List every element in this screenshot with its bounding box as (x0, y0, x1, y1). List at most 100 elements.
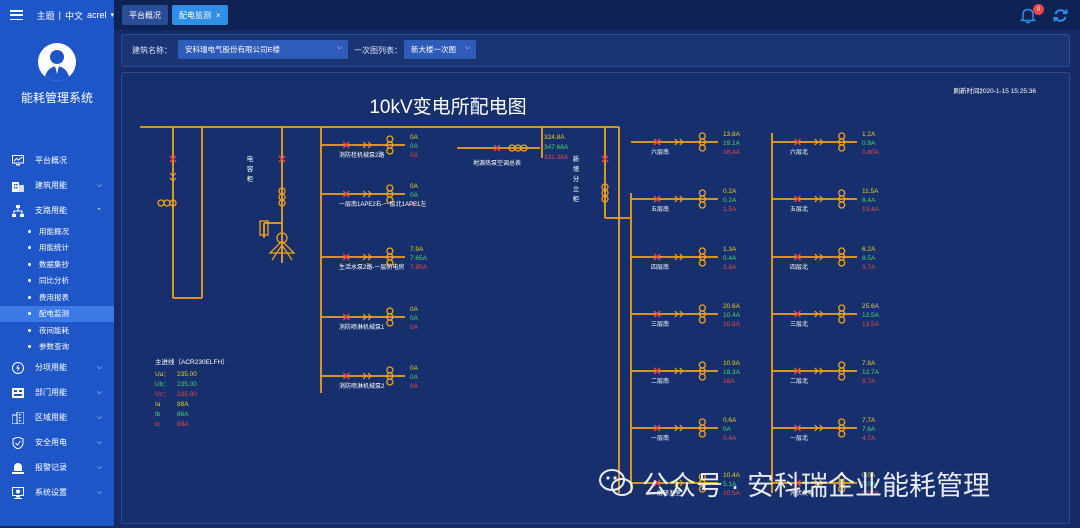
phase-b-current: 12.7A (862, 369, 880, 376)
phase-b-current: 18.3A (723, 369, 741, 376)
incoming-param-key: Ib (155, 411, 161, 418)
bell-icon[interactable] (1019, 8, 1037, 24)
submenu-item-parameter-query[interactable]: 参数查询 (0, 339, 114, 356)
breaker-symbol (793, 424, 802, 432)
wechat-logo-icon (599, 469, 633, 496)
phase-c-current: 0.80A (862, 149, 880, 156)
phase-b-current: 8.4A (862, 197, 876, 204)
phase-b-current: 0A (410, 374, 419, 381)
phase-a-current: 0A (410, 306, 419, 313)
phase-b-current: 0A (410, 143, 419, 150)
menu-item-label: 系统设置 (35, 488, 67, 497)
phase-c-current: 10.8A (723, 321, 741, 328)
menu-item-building-energy[interactable]: 建筑用能 ⌵ (0, 173, 114, 198)
menu-item-branch-energy[interactable]: 支路用能 ⌃ (0, 198, 114, 223)
breaker-symbol (653, 479, 661, 487)
refresh-time-label: 刷新时间： (954, 86, 987, 95)
current-transformer-symbol (698, 473, 706, 493)
disconnect-symbol (169, 172, 177, 182)
menu-item-subentry-energy[interactable]: 分项用能 ⌵ (0, 355, 114, 380)
refresh-icon[interactable] (1053, 8, 1068, 23)
phase-b-current: 0A (723, 426, 732, 433)
feeder-label: 四层南 (651, 263, 669, 271)
phase-c-current: 0A (410, 201, 419, 208)
phase-a-current: 10.4A (723, 472, 741, 479)
building-select[interactable]: 安科瑞电气股份有限公司E楼 ⌵ (178, 40, 348, 59)
phase-a-current: 13.8A (723, 131, 741, 138)
phase-c-current: 18.4A (723, 149, 741, 156)
submenu-item-cost-report[interactable]: 费用报表 (0, 289, 114, 306)
current-transformer-symbol (838, 132, 846, 152)
submenu-item-night-energy[interactable]: 夜间能耗 (0, 322, 114, 339)
new-cabinet-label: 新 (573, 154, 580, 163)
disconnect-symbol (674, 424, 684, 432)
menu-toggle-icon[interactable] (10, 10, 23, 20)
phase-c-current: 10.5A (723, 490, 741, 497)
menu-item-platform-overview[interactable]: 平台概况 (0, 148, 114, 173)
incoming-param-value: 235.00 (177, 371, 197, 378)
phase-a-current: 1.3A (723, 246, 737, 253)
alarm-icon (12, 462, 24, 474)
tab-distribution-monitoring[interactable]: 配电监测× (172, 5, 228, 25)
menu-item-safe-electricity[interactable]: 安全用电 ⌵ (0, 430, 114, 455)
breaker-symbol (793, 138, 802, 146)
tab-platform-overview[interactable]: 平台概况 (122, 5, 168, 25)
disconnect-symbol (674, 195, 684, 203)
chevron-down-icon: ⌵ (336, 44, 342, 51)
phase-a-current: 0.2A (723, 188, 737, 195)
phase-a-current: 1.2A (862, 131, 876, 138)
disconnect-symbol (362, 141, 373, 149)
capacitor-symbol (276, 232, 288, 244)
labels: 电容柜0A0A0A消防栓机械泵2路0A0A0A一层南1APE2右-一层北1APE… (155, 131, 880, 497)
user-caret-icon[interactable]: ▾ (110, 12, 114, 19)
phase-a-current: 11.5A (862, 188, 879, 195)
phase-b-current: 0.0A (862, 481, 876, 488)
user-name[interactable]: acrel (86, 10, 107, 20)
theme-switch[interactable]: 主题 (36, 10, 55, 21)
disconnect-symbol (814, 138, 824, 146)
phase-c-current: 13.4A (862, 206, 880, 213)
current-transformer-symbol (698, 361, 706, 381)
submenu-item-statistics[interactable]: 用能统计 (0, 240, 114, 257)
phase-a-current: 7.8A (862, 360, 876, 367)
language-switch[interactable]: 中文 (64, 10, 83, 21)
feeder-label: 一层南1APE2右-一层北1APE1左 (339, 200, 426, 208)
submenu-item-distribution-monitoring[interactable]: 配电监测 (0, 305, 114, 322)
close-icon[interactable]: × (216, 10, 221, 20)
phase-c-current: 0A (410, 324, 419, 331)
menu-item-alarm-records[interactable]: 报警记录 ⌵ (0, 455, 114, 480)
feeder-label: 六层南 (651, 148, 669, 156)
submenu-item-overview[interactable]: 用能概况 (0, 223, 114, 240)
current-transformer-symbol (386, 135, 394, 155)
menu-item-region-energy[interactable]: 区域用能 ⌵ (0, 405, 114, 430)
phase-c-current: 0A (410, 383, 419, 390)
breaker-symbol (793, 195, 802, 203)
incoming-param-key: Uc： (155, 391, 169, 398)
incoming-param-key: Ub： (155, 381, 170, 388)
current-transformer-symbol (386, 307, 394, 327)
subentry-icon (12, 361, 24, 374)
phase-a-current: 20.6A (723, 303, 741, 310)
feeder-label: 消防喷淋机械泵1 (339, 323, 385, 331)
menu-item-department-energy[interactable]: 部门用能 ⌵ (0, 380, 114, 405)
branch-icon (12, 204, 24, 217)
feeder-label: 五层北 (790, 205, 808, 213)
breaker-symbol (342, 313, 350, 321)
menu-item-label: 安全用电 (35, 438, 67, 447)
breaker-symbol (653, 424, 661, 432)
submenu-item-meter-reading[interactable]: 数据集抄 (0, 256, 114, 273)
submenu-item-yoy-analysis[interactable]: 同比分析 (0, 273, 114, 290)
menu-item-system-settings[interactable]: 系统设置 ⌵ (0, 480, 114, 505)
building-label: 建筑名称： (132, 46, 172, 55)
current-transformer-symbol (838, 247, 846, 267)
feeder-label: 六层北 (790, 148, 808, 156)
diagram-title: 10kV变电所配电图 (369, 96, 526, 118)
breaker-symbol (342, 141, 350, 149)
breaker-symbol (793, 479, 802, 487)
diagram-select[interactable]: 新大楼一次图 ⌵ (404, 40, 476, 59)
phase-b-current: 19.1A (723, 140, 741, 147)
disconnect-symbol (814, 424, 824, 432)
shield-icon (12, 436, 24, 449)
current-transformer-symbol (698, 189, 706, 209)
